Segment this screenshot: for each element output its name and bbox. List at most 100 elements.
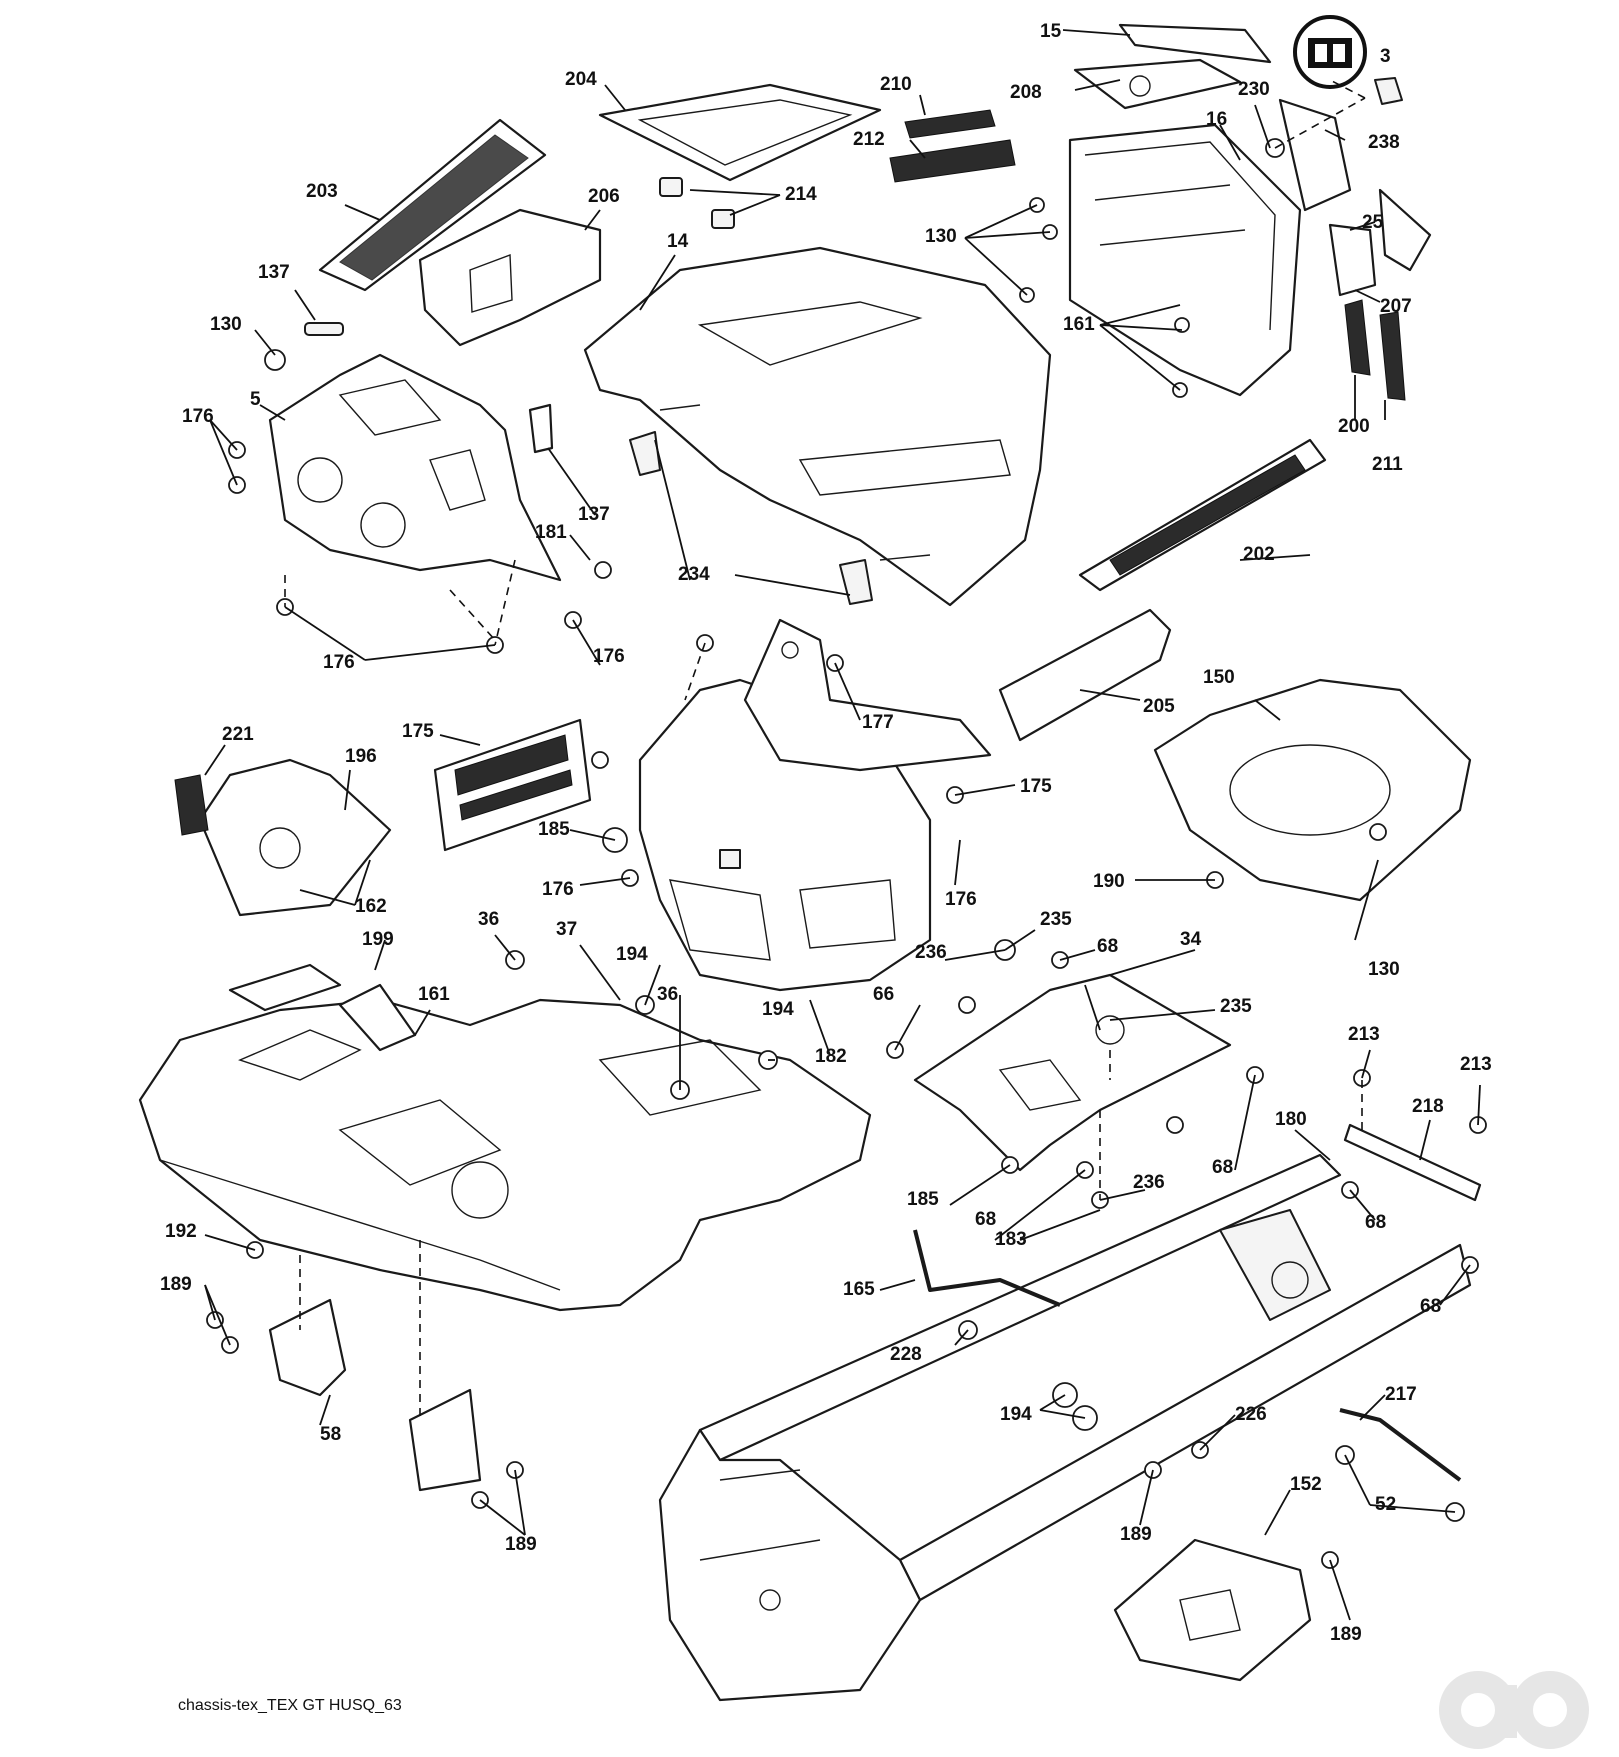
part-side-badge — [1278, 98, 1432, 297]
part-vent-plate-175 — [433, 718, 592, 852]
part-transaxle — [1219, 1209, 1331, 1321]
part-steering-bracket — [743, 618, 992, 772]
callout-label: 189 — [505, 1534, 537, 1555]
callout-label: 182 — [815, 1046, 847, 1067]
callout-label: 185 — [538, 819, 570, 840]
callout-label: 68 — [975, 1209, 996, 1230]
callout-label: 176 — [593, 646, 625, 667]
callout-label: 221 — [222, 724, 254, 745]
callout-label: 36 — [657, 984, 678, 1005]
callout-label: 189 — [160, 1274, 192, 1295]
callout-label: 137 — [258, 262, 290, 283]
part-vent-louvres — [889, 109, 1016, 183]
part-rod-165 — [913, 1229, 1061, 1307]
callout-label: 228 — [890, 1344, 922, 1365]
callout-label: 68 — [1212, 1157, 1233, 1178]
callout-label: 16 — [1206, 109, 1227, 130]
callout-label: 194 — [1000, 1404, 1032, 1425]
callout-label: 176 — [182, 406, 214, 427]
diagram-caption: chassis-tex_TEX GT HUSQ_63 — [178, 1697, 402, 1714]
part-hood-shell — [583, 246, 1052, 607]
part-main-body — [138, 998, 872, 1312]
callout-label: 194 — [616, 944, 648, 965]
callout-label: 161 — [1063, 314, 1095, 335]
callout-label: 165 — [843, 1279, 875, 1300]
callout-label: 236 — [915, 942, 947, 963]
callout-label: 213 — [1348, 1024, 1380, 1045]
part-rod-217 — [1335, 1408, 1465, 1522]
callout-label: 15 — [1040, 21, 1062, 42]
callout-label: 175 — [402, 721, 434, 742]
callout-label: 176 — [542, 879, 574, 900]
part-grille-insert — [318, 118, 547, 292]
callout-label: 199 — [362, 929, 394, 950]
callout-label: 36 — [478, 909, 499, 930]
callout-label: 150 — [1203, 667, 1235, 688]
callout-label: 161 — [418, 984, 450, 1005]
part-headlight-housing — [1073, 23, 1272, 110]
callout-label: 181 — [535, 522, 567, 543]
part-front-nose — [1068, 123, 1302, 397]
part-rear-fender-150 — [1153, 678, 1472, 902]
part-side-meshes — [1344, 299, 1406, 401]
callout-label: 176 — [323, 652, 355, 673]
callout-label: 190 — [1093, 871, 1125, 892]
part-main-frame — [658, 1153, 1472, 1702]
callout-label: 180 — [1275, 1109, 1307, 1130]
husqvarna-crown-logo — [1293, 15, 1403, 105]
callout-label: 189 — [1120, 1524, 1152, 1545]
callout-label: 214 — [785, 184, 817, 205]
ao-logo-watermark — [1439, 1671, 1589, 1749]
callout-label: 162 — [355, 896, 387, 917]
part-side-panel-205 — [998, 608, 1172, 742]
callout-label: 234 — [678, 564, 710, 585]
callout-label: 210 — [880, 74, 912, 95]
callout-label: 25 — [1362, 212, 1384, 233]
callout-labels: 15 3 204 210 208 230 212 16 238 203 206 … — [160, 21, 1492, 1645]
callout-label: 230 — [1238, 79, 1270, 100]
callout-label: 208 — [1010, 82, 1042, 103]
part-rear-bracket-218 — [1343, 1123, 1482, 1202]
callout-label: 37 — [556, 919, 577, 940]
callout-label: 200 — [1338, 416, 1370, 437]
part-hood-top-panel — [598, 83, 882, 182]
leader-lines — [204, 29, 1481, 1621]
callout-label: 175 — [1020, 776, 1052, 797]
callout-label: 68 — [1365, 1212, 1386, 1233]
callout-label: 196 — [345, 746, 377, 767]
callout-label: 14 — [667, 231, 689, 252]
callout-label: 34 — [1180, 929, 1202, 950]
callout-label: 218 — [1412, 1096, 1444, 1117]
callout-label: 202 — [1243, 544, 1275, 565]
callout-label: 152 — [1290, 1474, 1322, 1495]
callout-label: 3 — [1380, 46, 1391, 67]
callout-label: 183 — [995, 1229, 1027, 1250]
part-rear-panel — [418, 208, 602, 347]
callout-label: 226 — [1235, 1404, 1267, 1425]
callout-label: 185 — [907, 1189, 939, 1210]
callout-label: 212 — [853, 129, 885, 150]
callout-label: 52 — [1375, 1494, 1396, 1515]
callout-label: 58 — [320, 1424, 341, 1445]
callout-label: 207 — [1380, 296, 1412, 317]
callout-label: 235 — [1040, 909, 1072, 930]
part-deflector-152 — [1113, 1538, 1312, 1682]
callout-label: 130 — [210, 314, 242, 335]
callout-label: 137 — [578, 504, 610, 525]
callout-label: 130 — [1368, 959, 1400, 980]
callout-label: 236 — [1133, 1172, 1165, 1193]
callout-label: 217 — [1385, 1384, 1417, 1405]
callout-label: 194 — [762, 999, 794, 1020]
callout-label: 192 — [165, 1221, 197, 1242]
callout-label: 66 — [873, 984, 894, 1005]
callout-label: 189 — [1330, 1624, 1362, 1645]
part-dash-console — [264, 322, 562, 582]
callout-label: 68 — [1097, 936, 1118, 957]
callout-label: 205 — [1143, 696, 1175, 717]
part-clips — [659, 177, 735, 229]
callout-label: 203 — [306, 181, 338, 202]
alignment-lines — [284, 79, 1366, 1420]
part-fuel-surround — [174, 758, 392, 917]
callout-label: 130 — [925, 226, 957, 247]
